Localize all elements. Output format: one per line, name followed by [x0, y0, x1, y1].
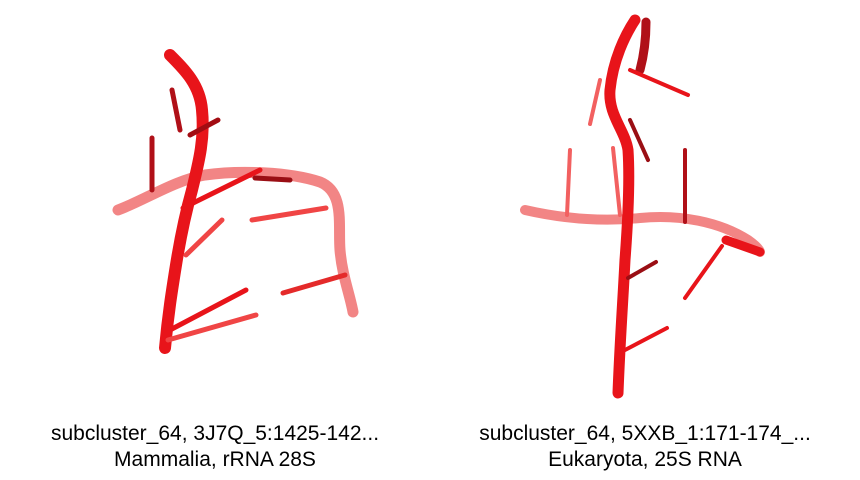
structure-caption: subcluster_64, 5XXB_1:171-174_... Eukary…	[430, 421, 860, 473]
rna-backbone-front	[604, 14, 641, 399]
caption-taxon-line: Mammalia, rRNA 28S	[114, 448, 316, 471]
base-stick	[180, 167, 263, 211]
rna-structure-3j7q	[112, 49, 359, 354]
base-stick	[611, 146, 622, 217]
caption-id-line: subcluster_64, 3J7Q_5:1425-142...	[50, 422, 380, 445]
rna-backbone-top	[635, 17, 651, 75]
base-stick	[252, 175, 293, 183]
base-stick	[628, 118, 650, 162]
base-stick	[165, 312, 259, 343]
caption-taxon-line: Eukaryota, 25S RNA	[548, 448, 742, 471]
base-stick	[187, 117, 221, 138]
base-stick	[683, 244, 724, 300]
base-stick	[183, 217, 225, 258]
base-stick	[721, 235, 765, 257]
structure-panel-left: subcluster_64, 3J7Q_5:1425-142... Mammal…	[0, 49, 430, 473]
base-stick	[588, 78, 602, 126]
caption-id-line: subcluster_64, 5XXB_1:171-174_...	[479, 422, 811, 445]
base-stick	[167, 287, 249, 333]
base-stick	[249, 205, 329, 223]
rna-backbone-back	[520, 205, 765, 257]
base-stick	[628, 68, 690, 97]
rna-backbone-back	[112, 166, 359, 318]
base-stick	[626, 260, 658, 280]
rna-backbone-front	[159, 49, 209, 354]
rna-structure-5xxb	[520, 14, 765, 399]
base-stick	[280, 272, 348, 296]
structure-caption: subcluster_64, 3J7Q_5:1425-142... Mammal…	[0, 421, 430, 473]
base-stick	[623, 326, 669, 352]
base-stick	[565, 148, 572, 217]
structure-panel-right: subcluster_64, 5XXB_1:171-174_... Eukary…	[430, 0, 860, 480]
base-stick	[169, 87, 183, 133]
